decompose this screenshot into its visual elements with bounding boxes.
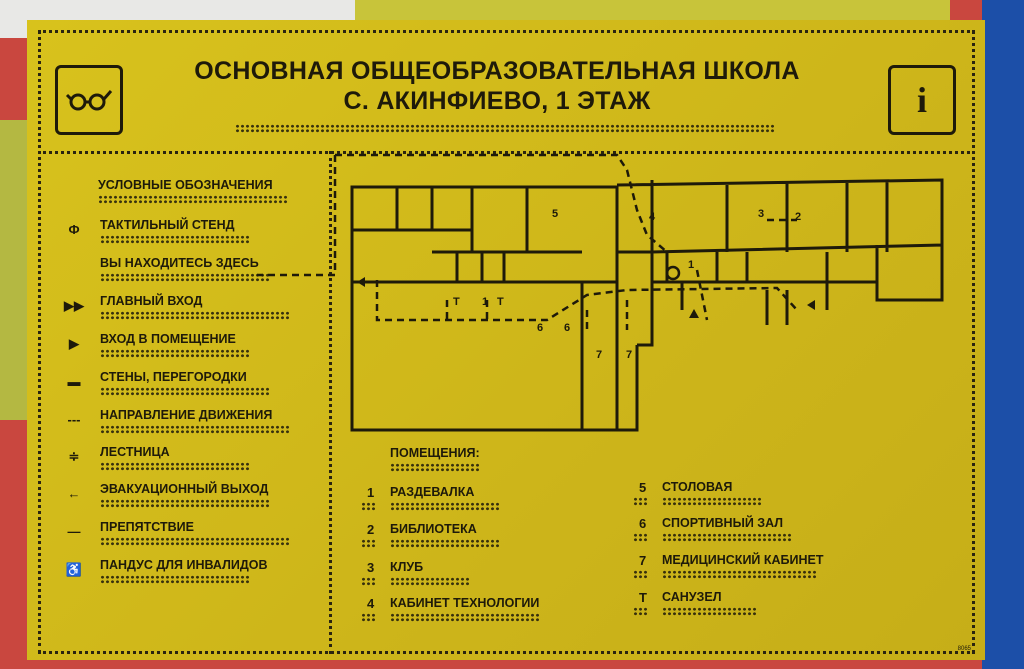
braille-text xyxy=(390,613,540,622)
room-number: 5 xyxy=(639,480,647,495)
braille-text xyxy=(98,195,288,204)
dotted-border xyxy=(38,30,975,654)
legend-item-label: ПРЕПЯТСТВИЕ xyxy=(100,520,194,534)
legend-item-label: ЭВАКУАЦИОННЫЙ ВЫХОД xyxy=(100,482,269,496)
room-entrance-icon: ▶ xyxy=(69,336,79,351)
room-number: 1 xyxy=(367,485,375,500)
legend-item-label: ВЫ НАХОДИТЕСЬ ЗДЕСЬ xyxy=(100,256,259,270)
wall xyxy=(350,185,619,284)
braille-text xyxy=(100,575,250,584)
braille-text xyxy=(100,349,250,358)
plan-label-3: 3 xyxy=(758,208,764,220)
plan-label-1: 1 xyxy=(688,259,694,271)
braille-text xyxy=(100,387,270,396)
plan-label-1b: 1 xyxy=(482,296,488,308)
room-label: РАЗДЕВАЛКА xyxy=(390,485,475,499)
divider xyxy=(329,151,332,654)
braille-text xyxy=(100,425,290,434)
plan-label-6: 6 xyxy=(564,322,570,334)
braille-number xyxy=(361,502,375,511)
ramp-icon: ♿ xyxy=(65,562,83,577)
braille-number xyxy=(361,613,375,622)
tactile-stand-icon: Ф xyxy=(68,222,80,237)
plan-label-4: 4 xyxy=(649,211,656,223)
braille-text xyxy=(100,537,290,546)
title-line-1: ОСНОВНАЯ ОБЩЕОБРАЗОВАТЕЛЬНАЯ ШКОЛА xyxy=(194,57,800,85)
title-line-2: С. АКИНФИЕВО, 1 ЭТАЖ xyxy=(343,87,651,115)
braille-text xyxy=(390,539,500,548)
rooms-heading: ПОМЕЩЕНИЯ: xyxy=(390,446,480,460)
room-label: СТОЛОВАЯ xyxy=(662,480,733,494)
braille-title xyxy=(235,124,775,133)
plan-label-t: Т xyxy=(497,296,504,308)
divider xyxy=(38,151,975,154)
room-label: САНУЗЕЛ xyxy=(662,590,722,604)
braille-text xyxy=(390,502,500,511)
braille-text xyxy=(100,235,250,244)
info-glyph: i xyxy=(916,80,927,120)
blue-frame xyxy=(982,0,1024,669)
braille-text xyxy=(662,607,757,616)
direction-icon: --- xyxy=(67,412,81,427)
walls-icon: ▬ xyxy=(67,374,81,389)
braille-text xyxy=(662,570,817,579)
legend-item-label: ЛЕСТНИЦА xyxy=(100,445,170,459)
braille-number xyxy=(361,539,375,548)
room-label: КЛУБ xyxy=(390,560,424,574)
braille-number xyxy=(633,497,647,506)
room-number: 2 xyxy=(367,522,375,537)
legend-item-label: СТЕНЫ, ПЕРЕГОРОДКИ xyxy=(100,370,247,384)
main-entrance-icon: ▶▶ xyxy=(64,298,84,313)
braille-number xyxy=(633,570,647,579)
legend-item-label: НАПРАВЛЕНИЕ ДВИЖЕНИЯ xyxy=(100,408,273,422)
tactile-sign: i ОСНОВНАЯ ОБЩЕОБРАЗОВАТЕЛЬНАЯ ШКОЛА С. … xyxy=(27,20,985,660)
legend-item-label: ПАНДУС ДЛЯ ИНВАЛИДОВ xyxy=(100,558,268,572)
legend-item-label: ГЛАВНЫЙ ВХОД xyxy=(100,294,203,308)
legend-heading: УСЛОВНЫЕ ОБОЗНАЧЕНИЯ xyxy=(98,178,273,192)
room-number: 4 xyxy=(367,596,375,611)
legend-item-label: ТАКТИЛЬНЫЙ СТЕНД xyxy=(100,218,235,232)
braille-text xyxy=(100,462,250,471)
room-number: Т xyxy=(639,590,647,605)
product-code: 8065 xyxy=(957,646,971,652)
room-label: БИБЛИОТЕКА xyxy=(390,522,477,536)
braille-number xyxy=(633,607,647,616)
plan-label-7: 7 xyxy=(626,349,632,361)
plan-label-2: 2 xyxy=(795,211,801,223)
glasses-icon xyxy=(55,65,123,135)
main-entrance-icon xyxy=(689,309,699,318)
floor-plan: 5 4 3 2 1 6 6 7 7 Т 1 Т xyxy=(257,153,944,432)
braille-text xyxy=(662,497,762,506)
tactile-stand-icon xyxy=(665,265,681,281)
stairs-icon: ≑ xyxy=(68,449,80,464)
room-label: СПОРТИВНЫЙ ЗАЛ xyxy=(662,516,784,530)
legend-item-label: ВХОД В ПОМЕЩЕНИЕ xyxy=(100,332,236,346)
room-number: 7 xyxy=(639,553,647,568)
plan-label-6: 6 xyxy=(537,322,543,334)
room-number: 3 xyxy=(367,560,375,575)
braille-text xyxy=(100,273,270,282)
braille-number xyxy=(633,533,647,542)
braille-text xyxy=(100,499,270,508)
room-label: КАБИНЕТ ТЕХНОЛОГИИ xyxy=(390,596,540,610)
evacuation-exit-icon: ← xyxy=(67,486,81,501)
obstacle-icon: — xyxy=(67,524,81,539)
braille-text xyxy=(390,463,480,472)
room-label: МЕДИЦИНСКИЙ КАБИНЕТ xyxy=(662,553,824,567)
braille-number xyxy=(361,577,375,586)
plan-label-5: 5 xyxy=(552,208,558,220)
braille-text xyxy=(390,577,470,586)
braille-text xyxy=(100,311,290,320)
plan-label-t: Т xyxy=(453,296,460,308)
plan-label-7: 7 xyxy=(596,349,602,361)
braille-text xyxy=(662,533,792,542)
room-number: 6 xyxy=(639,516,647,531)
info-icon: i xyxy=(888,65,956,135)
